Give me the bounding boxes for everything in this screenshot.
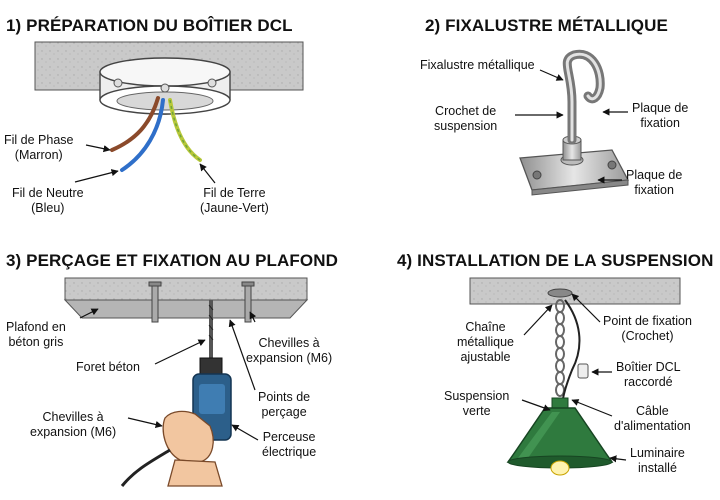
arrow-luminaire [609,455,627,463]
ceiling-slab-3 [64,277,308,301]
panel1-title: 1) PRÉPARATION DU BOÎTIER DCL [6,16,293,35]
lamp-shade [506,397,614,476]
label-fixalustre: Fixalustre métallique [420,58,535,72]
label-plaque-top-line2: fixation [640,116,680,130]
panel2-drawing [515,49,630,196]
label-plaque-top-line1: Plaque de [632,101,689,115]
arrow-phase [85,144,111,153]
label-points: Points de perçage [258,390,310,420]
label-chevilles-left-line1: Chevilles à [42,410,104,424]
label-perceuse: Perceuse électrique [262,430,316,460]
label-chaine-line3: ajustable [460,350,511,364]
arrow-cable [571,399,613,417]
label-plafond: Plafond en béton gris [6,320,66,350]
dcl-box-small [577,363,589,379]
label-fil-phase: Fil de Phase (Marron) [4,133,73,163]
label-chaine-line1: Chaîne [465,320,506,334]
anchor-right [241,281,255,323]
panel2-title: 2) FIXALUSTRE MÉTALLIQUE [425,16,668,35]
label-chevilles-left-line2: expansion (M6) [30,425,117,439]
label-plaque-bottom-line2: fixation [634,183,674,197]
anchor-left [148,281,162,323]
label-points-line1: Points de [258,390,311,404]
label-suspension-line2: verte [462,404,491,418]
chain [555,299,565,397]
label-boitier: Boîtier DCL raccordé [616,360,681,390]
label-fil-neutre-line1: Fil de Neutre [12,186,84,200]
label-chevilles-left: Chevilles à expansion (M6) [30,410,116,440]
arrow-fixalustre [539,69,564,81]
label-point-fixation: Point de fixation (Crochet) [603,314,692,344]
label-foret: Foret béton [76,360,140,374]
label-chaine-line2: métallique [457,335,514,349]
label-fil-neutre: Fil de Neutre (Bleu) [12,186,84,216]
arrow-chevilles-left [127,417,163,429]
label-point-fixation-line1: Point de fixation [603,314,692,328]
ceiling-slab-4 [469,277,681,305]
label-suspension-line1: Suspension [444,389,510,403]
hand [162,410,223,487]
arrow-neutre [74,169,119,183]
label-fil-terre: Fil de Terre (Jaune-Vert) [200,186,269,216]
label-boitier-line2: raccordé [623,375,673,389]
label-crochet: Crochet de suspension [434,104,497,134]
arrow-chevilles-right [249,311,257,323]
arrow-point-fixation [571,293,601,323]
label-perceuse-line2: électrique [262,445,317,459]
arrow-suspension [521,399,551,412]
label-cable-line1: Câble [636,404,669,418]
label-luminaire-line1: Luminaire [630,446,685,460]
label-suspension: Suspension verte [444,389,509,419]
wire-neutre-blue [120,98,165,172]
panel1-drawing [34,41,304,184]
wire-phase-brown [110,96,160,152]
panel4-title: 4) INSTALLATION DE LA SUSPENSION [397,251,714,270]
arrow-plafond [79,308,99,319]
drill-body [169,357,232,456]
label-perceuse-line1: Perceuse [262,430,316,444]
label-chaine: Chaîne métallique ajustable [457,320,514,365]
label-luminaire: Luminaire installé [630,446,685,476]
arrow-chaine [523,304,553,336]
label-plaque-bottom-line1: Plaque de [626,168,683,182]
label-boitier-line1: Boîtier DCL [616,360,681,374]
label-plaque-bottom: Plaque de fixation [626,168,682,198]
label-plaque-top: Plaque de fixation [632,101,688,131]
power-cable [561,299,581,406]
label-chevilles-right-line1: Chevilles à [258,336,320,350]
arrow-points [228,319,256,391]
arrow-perceuse [231,424,259,441]
label-fil-terre-line2: (Jaune-Vert) [200,201,269,215]
dcl-box [99,57,231,115]
bulb [550,460,570,476]
label-chevilles-right-line2: expansion (M6) [246,351,333,365]
label-fil-phase-line1: Fil de Phase [4,133,74,147]
label-fil-neutre-line2: (Bleu) [31,201,65,215]
label-chevilles-right: Chevilles à expansion (M6) [246,336,332,366]
power-cord [120,448,171,487]
label-plafond-line2: béton gris [8,335,64,349]
arrow-foret [154,339,206,365]
label-luminaire-line2: installé [637,461,677,475]
panel3-title: 3) PERÇAGE ET FIXATION AU PLAFOND [6,251,338,270]
label-cable: Câble d'alimentation [614,404,691,434]
label-cable-line2: d'alimentation [614,419,691,433]
label-crochet-line1: Crochet de [435,104,497,118]
arrow-terre [199,163,216,184]
label-point-fixation-line2: (Crochet) [621,329,674,343]
label-points-line2: perçage [261,405,307,419]
label-crochet-line2: suspension [434,119,498,133]
label-plafond-line1: Plafond en [6,320,66,334]
panel3-drawing [63,277,309,487]
label-fil-phase-line2: (Marron) [14,148,63,162]
panel4-drawing [469,277,681,476]
label-fil-terre-line1: Fil de Terre [203,186,266,200]
